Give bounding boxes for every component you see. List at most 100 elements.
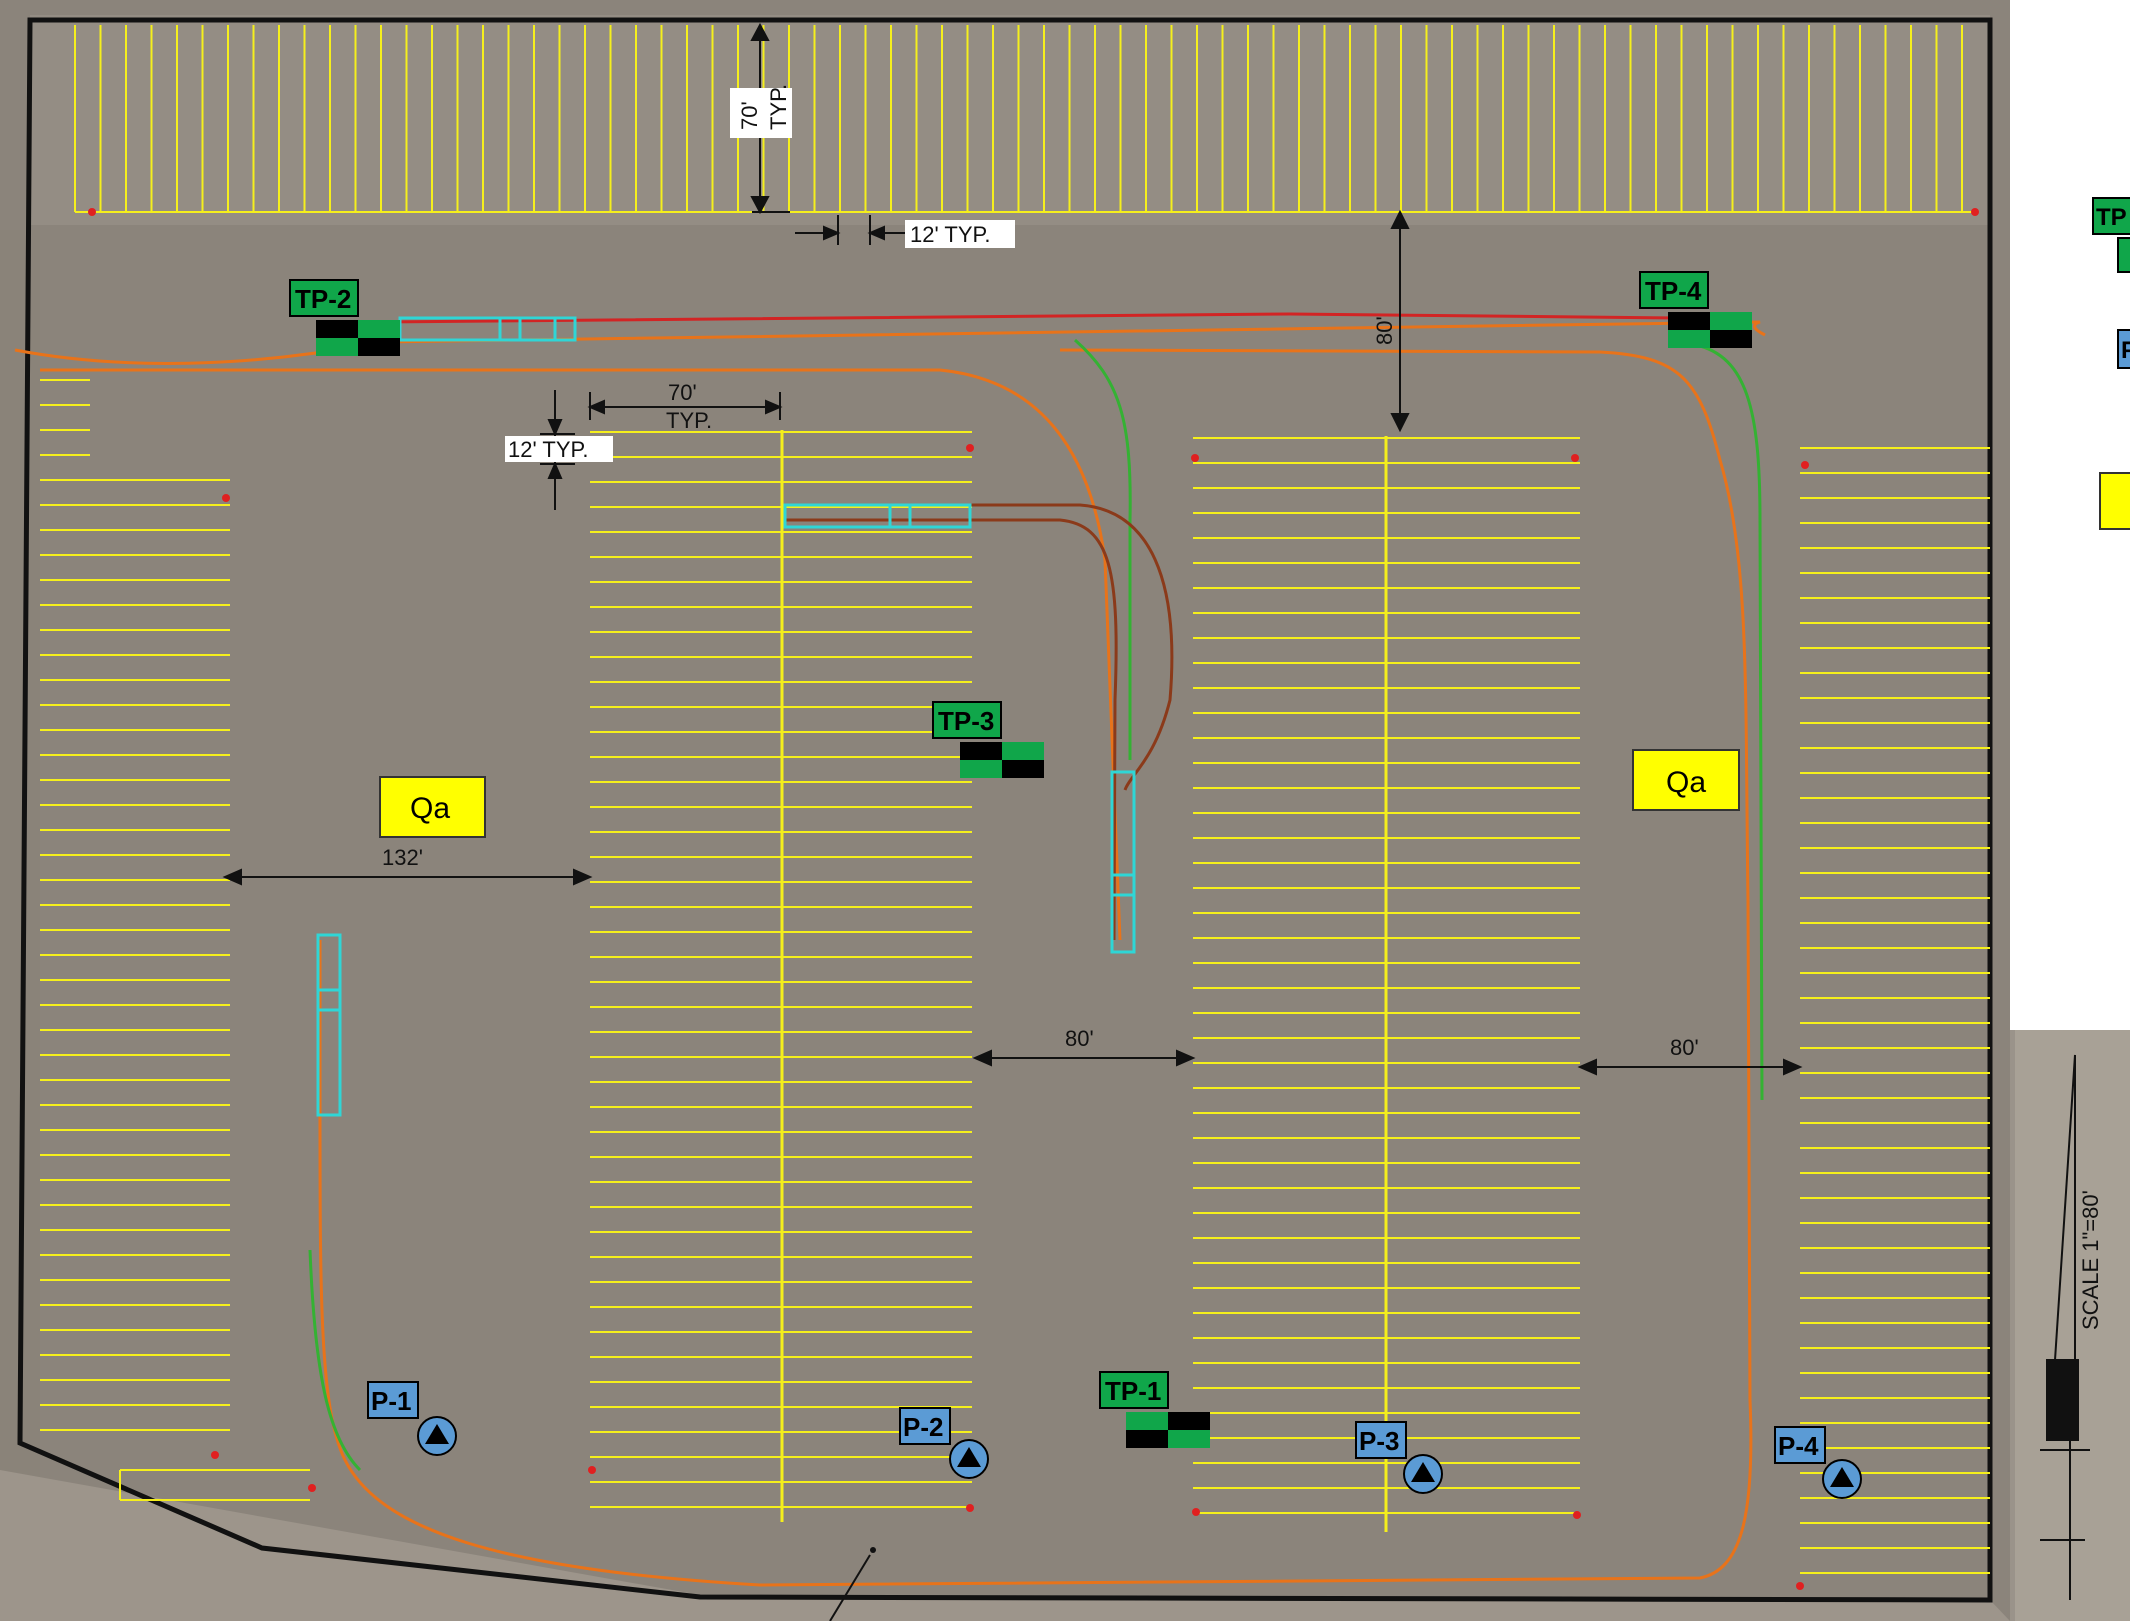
dimension-middle-stall-depth: 70' TYP. (587, 380, 783, 433)
legend-probe-label-bg (2117, 329, 2130, 369)
probe-label-bg (1355, 1421, 1407, 1459)
geology-label-text: Qa (410, 792, 450, 825)
test-pit-label-bg (932, 701, 1002, 739)
structure-center-vertical (1110, 770, 1136, 954)
center-aisle-text: 80' (1065, 1026, 1094, 1051)
test-pit-label-bg (289, 279, 359, 317)
test-pit-tp-3[interactable]: TP-3 (932, 701, 1044, 778)
probe-p-3[interactable]: P-3 (1355, 1421, 1443, 1494)
north-stall-width-text: 12' TYP. (910, 222, 990, 247)
probe-triangle-icon (949, 1439, 989, 1479)
test-pit-label-bg (1099, 1371, 1169, 1409)
red-dot-icon (1971, 208, 1979, 216)
test-pit-symbol-icon (2117, 237, 2130, 273)
legend-test-pit-label-bg (2092, 197, 2130, 235)
utility-routes (14, 312, 1766, 1587)
parking-stripes-center-block (1193, 436, 1580, 1532)
probe-label: P-4 (1778, 1431, 1819, 1461)
parking-stripes-southwest (119, 1469, 310, 1501)
geology-label-bg (1632, 749, 1740, 811)
test-pit-symbol-icon (1126, 1412, 1210, 1448)
dimension-west-aisle: 132' (222, 845, 593, 886)
dimension-north-stall-width: 12' TYP. (795, 215, 1015, 248)
red-dot-icon-group (88, 208, 1979, 1590)
route-line-brown (785, 503, 1174, 791)
red-dot-icon (966, 1504, 974, 1512)
structure-west-box (316, 988, 342, 1012)
probe-label: P-2 (903, 1412, 943, 1442)
legend-geology-swatch (2099, 472, 2130, 530)
probe-triangle-icon (1403, 1454, 1443, 1494)
red-dot-icon (222, 494, 230, 502)
red-dot-icon (1571, 454, 1579, 462)
probe-label-bg (1774, 1426, 1826, 1464)
dimension-center-aisle: 80' (972, 1026, 1196, 1067)
north-aisle-text: 80' (1372, 316, 1397, 345)
structure-center-box (1110, 873, 1136, 897)
red-dot-icon (1801, 461, 1809, 469)
legend-probe-label: P (2121, 337, 2130, 364)
scale-bar: SCALE 1"=80' (2015, 1030, 2130, 1621)
probe-p-2[interactable]: P-2 (899, 1407, 989, 1479)
parking-stripes-west-column (40, 379, 230, 1431)
legend-panel: TP P (2015, 0, 2130, 1030)
red-dot-icon (1191, 454, 1199, 462)
red-dot-icon (88, 208, 96, 216)
red-dot-icon (1573, 1511, 1581, 1519)
north-stall-depth-note: TYP. (766, 84, 791, 130)
probe-label-bg (899, 1407, 951, 1445)
red-dot-icon (1796, 1582, 1804, 1590)
red-dot-icon (588, 1466, 596, 1474)
route-line-brown-2 (785, 518, 1118, 941)
route-line-north (14, 320, 1766, 365)
probe-triangle-icon (417, 1416, 457, 1456)
test-pit-tp-2[interactable]: TP-2 (289, 279, 400, 356)
parking-stripes-east-column (1800, 447, 1990, 1574)
structure-north-box-1 (498, 316, 522, 342)
red-dot-icon (211, 1451, 219, 1459)
scale-wedge-icon (2040, 1054, 2090, 1600)
geology-label-bg (379, 776, 486, 838)
probe-label: P-3 (1359, 1426, 1399, 1456)
dimension-north-aisle: 80' (1372, 209, 1410, 433)
probe-label: P-1 (371, 1386, 411, 1416)
dimension-east-aisle: 80' (1577, 1035, 1803, 1076)
probe-label-bg (367, 1381, 419, 1419)
red-dot-icon (308, 1484, 316, 1492)
east-aisle-text: 80' (1670, 1035, 1699, 1060)
south-leader-dot (870, 1547, 876, 1553)
route-line-north-red (379, 312, 1681, 324)
structure-west-vertical (316, 933, 342, 1117)
test-pit-symbol-icon (316, 320, 400, 356)
test-pit-tp-4[interactable]: TP-4 (1639, 271, 1752, 348)
structure-middle-box (888, 503, 912, 529)
route-line-south-loop (40, 368, 1122, 941)
geology-label-qa-east: Qa (1632, 749, 1740, 811)
test-pit-symbol-icon (1668, 312, 1752, 348)
route-line-green-west (308, 1249, 362, 1472)
probe-p-4[interactable]: P-4 (1774, 1426, 1862, 1499)
south-road-surface (0, 1470, 2010, 1621)
proposed-structures (316, 316, 1136, 1117)
probe-p-1[interactable]: P-1 (367, 1381, 457, 1456)
test-pit-label: TP-3 (938, 706, 994, 736)
west-aisle-text: 132' (382, 845, 423, 870)
middle-stall-depth-value: 70' (668, 380, 697, 405)
geology-label-qa-west: Qa (379, 776, 486, 838)
test-pit-symbol-icon (960, 742, 1044, 778)
test-pit-tp-1[interactable]: TP-1 (1099, 1371, 1210, 1448)
middle-stall-depth-note: TYP. (666, 408, 712, 433)
scale-background (2015, 1030, 2130, 1621)
test-pit-label-bg (1639, 271, 1709, 309)
middle-stall-width-text: 12' TYP. (508, 437, 588, 462)
scale-text: SCALE 1"=80' (2078, 1190, 2103, 1330)
geology-label-text: Qa (1666, 766, 1706, 799)
north-stall-depth-value: 70' (737, 101, 762, 130)
legend-test-pit-label: TP (2096, 204, 2127, 231)
lot-surface-top (30, 15, 1990, 225)
route-line-green-east (1699, 344, 1764, 1101)
property-boundary-line (17, 17, 1993, 1603)
dimension-north-stall-depth: 70' TYP. (730, 22, 792, 215)
